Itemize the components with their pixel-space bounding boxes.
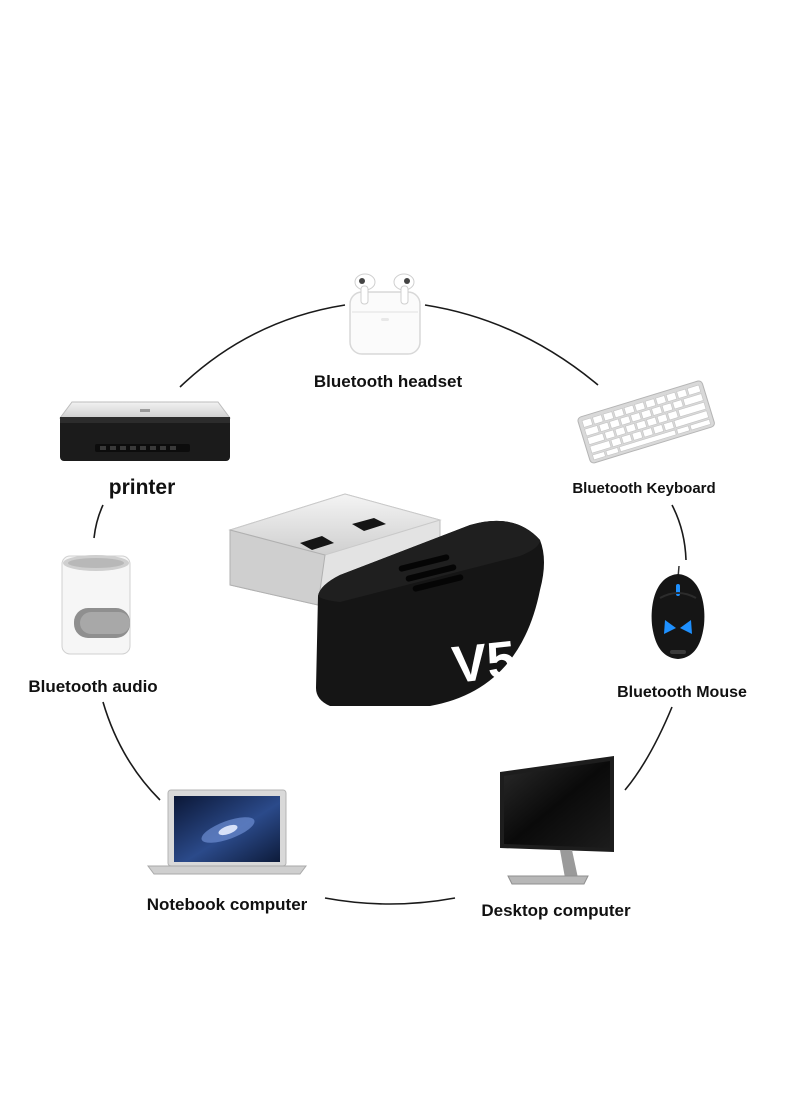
arc-mouse-desktop xyxy=(624,706,673,791)
label-audio: Bluetooth audio xyxy=(28,677,158,696)
arc-notebook-desktop xyxy=(324,897,456,905)
label-printer: printer xyxy=(108,476,176,499)
ring-connectors xyxy=(93,304,687,905)
earbuds-case-icon xyxy=(349,273,421,355)
label-notebook: Notebook computer xyxy=(146,895,308,914)
arc-keyboard-mouse xyxy=(671,504,687,561)
usb-bluetooth-adapter: V5. xyxy=(228,493,544,706)
label-mouse: Bluetooth Mouse xyxy=(617,684,747,701)
monitor-icon xyxy=(500,756,614,885)
adapter-badge: V5. xyxy=(449,629,533,695)
printer-icon xyxy=(59,401,231,461)
label-desktop: Desktop computer xyxy=(481,901,631,920)
arc-audio-notebook xyxy=(102,701,161,801)
keyboard-icon xyxy=(577,380,715,464)
speaker-icon xyxy=(61,555,131,655)
laptop-icon xyxy=(147,789,307,875)
gaming-mouse-icon xyxy=(651,565,705,659)
label-headset: Bluetooth headset xyxy=(313,372,463,391)
label-keyboard: Bluetooth Keyboard xyxy=(572,480,716,497)
arc-printer-headset xyxy=(179,304,346,388)
arc-headset-keyboard xyxy=(424,304,599,386)
arc-printer-audio xyxy=(93,504,104,539)
